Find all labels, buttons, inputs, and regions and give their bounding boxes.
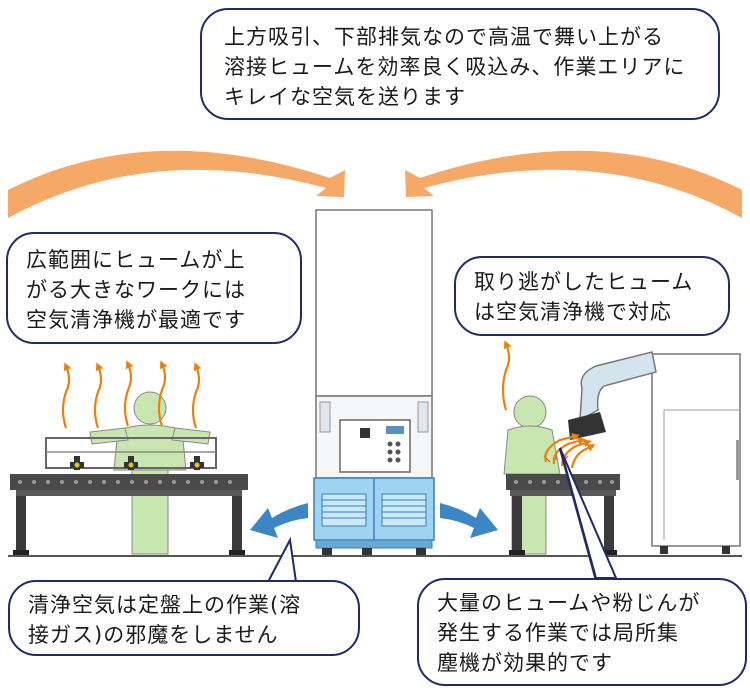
callout-top: 上方吸引、下部排気なので高温で舞い上がる 溶接ヒュームを効率良く吸込み、作業エリ… <box>200 8 720 120</box>
exhaust-arrow-left <box>250 503 308 538</box>
callout-bottom-right: 大量のヒュームや粉じんが 発生する作業では局所集 塵機が効果的です <box>417 578 747 686</box>
exhaust-louvers <box>321 493 427 527</box>
left-worker-figure <box>89 391 211 555</box>
callout-tail-bottom-left <box>266 536 298 583</box>
right-fume-arrows <box>501 340 596 469</box>
callout-top-line-3: キレイな空気を送ります <box>224 85 466 109</box>
intake-arrow-right <box>405 150 742 218</box>
exhaust-arrow-right <box>440 503 498 538</box>
callout-bottom-left-line-2: 接ガス)の邪魔をしません <box>28 623 279 647</box>
air-purifier <box>313 209 435 555</box>
callout-right: 取り逃がしたヒューム は空気清浄機で対応 <box>454 256 730 336</box>
callout-bottom-left: 清浄空気は定盤上の作業(溶 接ガス)の邪魔をしません <box>8 580 360 656</box>
callout-right-line-2: は空気清浄機で対応 <box>474 300 672 324</box>
callout-top-line-1: 上方吸引、下部排気なので高温で舞い上がる <box>224 25 664 49</box>
callout-right-line-1: 取り逃がしたヒューム <box>474 270 694 294</box>
callout-left-line-2: がる大きなワークには <box>26 278 246 302</box>
left-fume-arrows <box>61 360 202 429</box>
callout-top-line-2: 溶接ヒュームを効率良く吸込み、作業エリアに <box>224 55 686 79</box>
right-workstation <box>501 340 741 555</box>
dust-collector-cabinet <box>651 353 741 547</box>
intake-arrow-left <box>8 150 345 218</box>
left-table-holes <box>18 480 232 484</box>
callout-bottom-right-line-3: 塵機が効果的です <box>437 651 613 675</box>
left-workstation <box>10 360 248 555</box>
callout-left-line-3: 空気清浄機が最適です <box>26 308 246 332</box>
callout-bottom-right-line-1: 大量のヒュームや粉じんが <box>437 591 701 615</box>
callout-bottom-left-line-1: 清浄空気は定盤上の作業(溶 <box>28 593 302 617</box>
suction-duct <box>579 351 657 422</box>
callout-left-line-1: 広範囲にヒュームが上 <box>26 248 246 272</box>
callout-left: 広範囲にヒュームが上 がる大きなワークには 空気清浄機が最適です <box>6 232 302 344</box>
suction-hood <box>568 412 606 440</box>
callout-bottom-right-line-2: 発生する作業では局所集 <box>437 621 679 645</box>
